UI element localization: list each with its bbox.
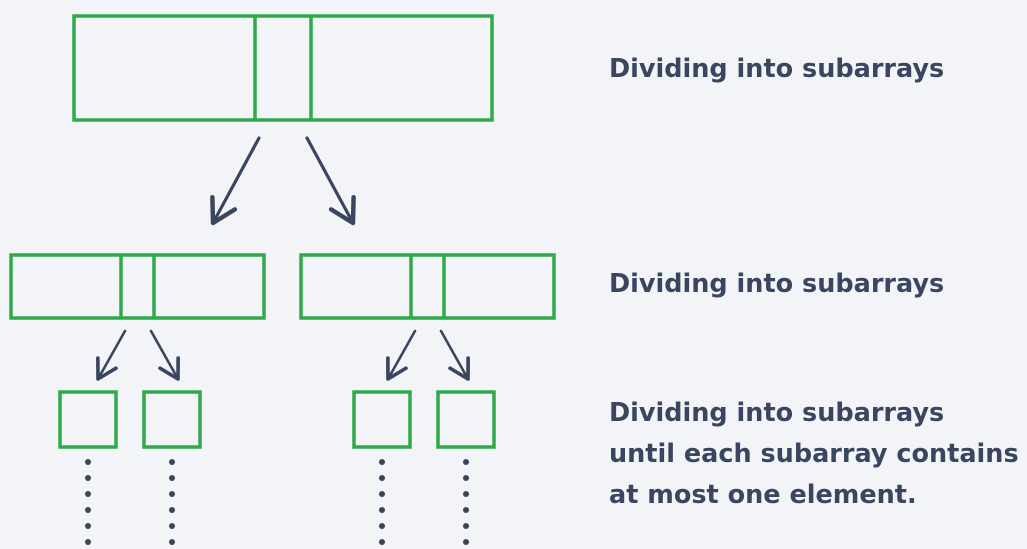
caption-level-3-line-1: Dividing into subarrays — [609, 398, 945, 428]
subarray-small-2 — [142, 390, 202, 449]
caption-level-3: Dividing into subarrays until each subar… — [609, 393, 1019, 516]
array-full — [72, 14, 494, 122]
subarray-small-4 — [436, 390, 496, 449]
subarray-left-box — [9, 253, 266, 320]
arrow-down-left-level2a — [96, 329, 127, 381]
arrow-down-right-level2b — [439, 329, 470, 381]
caption-level-3-line-3: at most one element. — [609, 480, 917, 510]
array-full-box — [72, 14, 494, 122]
caption-level-2: Dividing into subarrays — [609, 264, 944, 305]
subarray-right — [299, 253, 556, 320]
continuation-dots-2 — [169, 459, 175, 545]
arrow-down-right-level2a — [149, 329, 180, 381]
subarray-right-box — [299, 253, 556, 320]
caption-level-1-text: Dividing into subarrays — [609, 54, 945, 84]
arrow-down-left-level1 — [210, 136, 261, 226]
arrow-down-left-level2b — [386, 329, 417, 381]
caption-level-1: Dividing into subarrays — [609, 49, 944, 90]
continuation-dots-1 — [85, 459, 91, 545]
arrow-down-right-level1 — [305, 136, 356, 226]
continuation-dots-4 — [463, 459, 469, 545]
subarray-small-1 — [58, 390, 118, 449]
subarray-small-3 — [352, 390, 412, 449]
caption-level-3-line-2: until each subarray contains — [609, 439, 1019, 469]
continuation-dots-3 — [379, 459, 385, 545]
caption-level-2-text: Dividing into subarrays — [609, 269, 945, 299]
subarray-left — [9, 253, 266, 320]
